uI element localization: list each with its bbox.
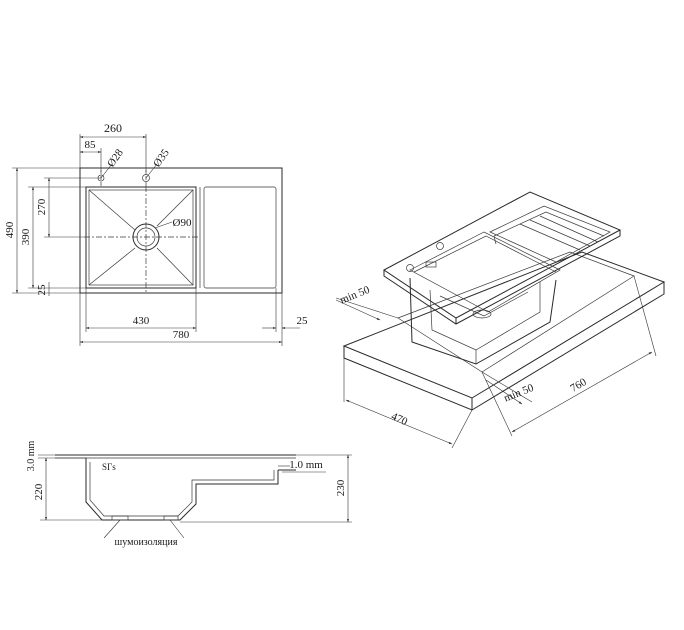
dim-min-left: min 50: [338, 284, 372, 307]
dim-bowl-section-depth: 220: [33, 483, 45, 500]
dim-sheet-thickness: 3.0 mm: [26, 441, 37, 472]
bowl-outline: [85, 186, 197, 289]
hole-large: [142, 174, 150, 182]
iso-hole-1: [406, 264, 414, 272]
cutout-outline: [397, 251, 635, 373]
bowl-inner-outline: [88, 189, 194, 286]
iso-hole-2: [436, 242, 444, 250]
dim-edge-right: 25: [297, 315, 309, 327]
dim-drain: Ø90: [173, 217, 192, 229]
dim-total-depth: 230: [335, 479, 347, 496]
section-profile: [85, 458, 279, 521]
dim-bowl-width: 430: [133, 315, 150, 327]
insulation-note: шумоизоляция: [115, 537, 178, 548]
iso-drainboard: [489, 205, 611, 263]
dim-wall-thickness: 1.0 mm: [289, 459, 323, 471]
countertop-top: [342, 251, 666, 399]
section-view: ЅГѕ 3.0 mm 220 1.0 mm 230 шумоизоляция: [26, 441, 352, 548]
dim-bowl-depth: 390: [20, 228, 32, 245]
dim-holes-to-drain: 270: [36, 198, 48, 215]
dim-hole-small: Ø28: [105, 147, 126, 170]
drainboard-outline: [203, 186, 277, 289]
iso-bowl-opening: [409, 231, 561, 313]
isometric-view: min 50 470 min 50 760: [335, 191, 666, 449]
top-view: 260 85 Ø28 Ø35 Ø90 490 390 270 25: [4, 121, 308, 346]
dim-overall-depth: 490: [4, 221, 16, 238]
dim-holes-span: 260: [104, 121, 122, 135]
dim-overall-width: 780: [173, 329, 190, 341]
sink-outline: [79, 167, 283, 294]
dim-edge-bottom: 25: [36, 284, 48, 296]
dim-hole-large: Ø35: [151, 147, 172, 170]
dim-cutout-depth: 470: [389, 410, 409, 428]
dim-hole-offset: 85: [85, 139, 97, 151]
svg-text:ЅГѕ: ЅГѕ: [102, 462, 116, 472]
dim-cutout-width: 760: [568, 376, 589, 395]
